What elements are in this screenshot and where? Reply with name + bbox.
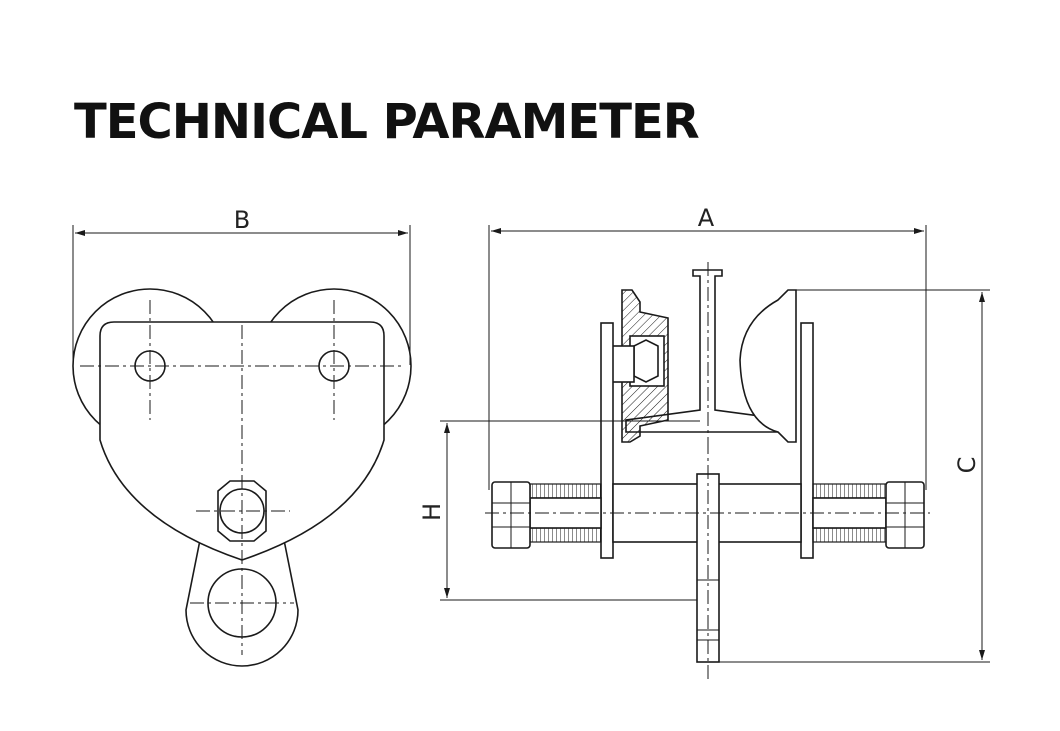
right-thread-bottom (812, 527, 887, 543)
right-thread-top (812, 483, 887, 499)
dimension-a-label: A (698, 204, 715, 232)
right-wheel (739, 289, 797, 443)
side-view: B (72, 206, 412, 667)
left-side-plate (600, 322, 614, 559)
left-thread-top (529, 483, 602, 499)
right-side-plate (800, 322, 814, 559)
side-plate (99, 321, 385, 561)
dimension-b-label: B (234, 206, 250, 234)
dimension-h-label: H (418, 503, 446, 521)
page-title: TECHNICAL PARAMETER (74, 94, 700, 150)
left-thread-bottom (529, 527, 602, 543)
front-view: A (418, 204, 990, 680)
left-axle-stub (611, 345, 635, 383)
left-bearing-nut (633, 339, 659, 383)
dimension-c-label: C (953, 457, 981, 474)
